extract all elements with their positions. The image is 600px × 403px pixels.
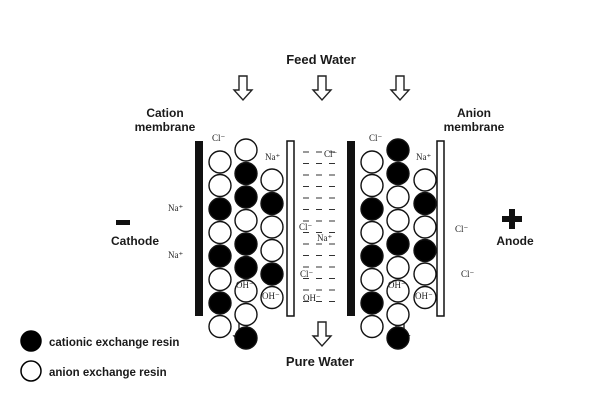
cation-resin-bead <box>208 244 232 268</box>
cation-resin-bead <box>208 197 232 221</box>
anion-resin-bead <box>386 255 410 280</box>
anion-resin-bead <box>208 220 232 245</box>
anion-resin-bead <box>260 285 284 310</box>
legend-swatch-anion <box>20 360 42 382</box>
cation-resin-bead <box>386 326 410 350</box>
anion-resin-bead <box>260 168 284 192</box>
cation-resin-bead <box>260 262 284 286</box>
ion-na-1: Na⁺ <box>265 152 280 162</box>
anion-resin-bead <box>386 279 410 303</box>
cation-resin-bead <box>234 326 258 350</box>
anion-membrane-label-line2: membrane <box>444 120 505 134</box>
anode-plus-sign <box>502 209 522 229</box>
feed-water-label: Feed Water <box>286 52 356 67</box>
cation-resin-bead <box>360 291 384 315</box>
anion-resin-bead <box>208 150 232 174</box>
pure-water-label: Pure Water <box>286 354 354 369</box>
anion-resin-bead <box>360 220 384 245</box>
ion-oh-3: OH⁻ <box>262 291 280 301</box>
cation-resin-bead <box>234 185 258 209</box>
cation-resin-bead <box>386 138 410 162</box>
anion-membrane-label-line1: Anion <box>457 106 491 120</box>
cathode-label: Cathode <box>111 234 159 248</box>
anion-resin-bead <box>234 138 258 162</box>
ion-oh-4: OH⁻ <box>388 280 406 290</box>
cation-resin-bead <box>386 232 410 256</box>
cation-resin-bead <box>260 191 284 216</box>
anion-resin-bead <box>386 208 410 233</box>
anode-label: Anode <box>496 234 534 248</box>
anion-resin-bead <box>413 215 437 239</box>
feed-arrow-2 <box>311 75 333 102</box>
ion-cl-2: Cl⁻ <box>299 222 313 232</box>
cation-membrane-label-line1: Cation <box>146 106 183 120</box>
anion-resin-bead <box>208 314 232 339</box>
cation-resin-bead <box>208 291 232 315</box>
cathode-minus-sign <box>116 220 130 225</box>
anion-membrane-right <box>436 140 445 317</box>
anion-resin-bead <box>413 285 437 310</box>
feed-arrows <box>232 75 411 102</box>
pure-arrow-2 <box>311 321 333 348</box>
anion-resin-bead <box>360 173 384 198</box>
anion-resin-bead <box>260 238 284 263</box>
anion-resin-bead <box>413 262 437 286</box>
ion-na-3: Na⁺ <box>168 250 183 260</box>
anion-resin-bead <box>386 302 410 327</box>
cation-resin-bead <box>360 244 384 268</box>
anion-resin-bead <box>234 279 258 303</box>
ion-cl-6: Cl⁻ <box>455 224 469 234</box>
ion-oh-1: OH⁻ <box>303 293 321 303</box>
cation-resin-bead <box>386 161 410 186</box>
anion-resin-bead <box>234 302 258 327</box>
cation-resin-bead <box>360 197 384 221</box>
anion-resin-bead <box>260 215 284 239</box>
ion-na-2: Na⁺ <box>168 203 183 213</box>
legend-label-anion: anion exchange resin <box>49 367 167 379</box>
anion-resin-bead <box>234 208 258 233</box>
ion-oh-2: OH⁻ <box>236 280 254 290</box>
ion-cl-7: Cl⁻ <box>461 269 475 279</box>
cation-membrane-label-line2: membrane <box>135 120 196 134</box>
feed-arrow-3 <box>389 75 411 102</box>
ion-oh-5: OH⁻ <box>415 291 433 301</box>
cation-membrane-right <box>347 141 355 316</box>
resin-beads <box>208 138 437 350</box>
anion-resin-bead <box>360 267 384 292</box>
ion-na-5: Na⁺ <box>416 152 431 162</box>
legend: cationic exchange resin anion exchange r… <box>20 330 179 382</box>
cation-resin-bead <box>234 232 258 256</box>
anion-membrane-center <box>286 140 295 317</box>
concentrate-channel-dashes <box>303 151 335 302</box>
anion-resin-bead <box>360 314 384 339</box>
ion-cl-4: Cl⁻ <box>324 149 338 159</box>
anion-resin-bead <box>360 150 384 174</box>
feed-arrow-1 <box>232 75 254 102</box>
anion-resin-bead <box>208 267 232 292</box>
ion-cl-3: Cl⁻ <box>300 269 314 279</box>
anion-resin-bead <box>386 185 410 209</box>
anion-resin-bead <box>413 168 437 192</box>
cation-resin-bead <box>234 161 258 186</box>
ion-cl-1: Cl⁻ <box>212 133 226 143</box>
cation-resin-bead <box>413 191 437 216</box>
legend-label-cation: cationic exchange resin <box>49 337 179 349</box>
ion-labels: Cl⁻ Na⁺ Na⁺ Na⁺ Cl⁻ Cl⁻ OH⁻ OH⁻ OH⁻ Cl⁻ … <box>168 133 475 303</box>
ion-na-4: Na⁺ <box>317 233 332 243</box>
cation-resin-bead <box>234 255 258 280</box>
cation-resin-bead <box>413 238 437 263</box>
anion-resin-bead <box>208 173 232 198</box>
cation-membrane-left <box>195 141 203 316</box>
legend-swatch-cation <box>20 330 42 352</box>
ion-cl-5: Cl⁻ <box>369 133 383 143</box>
